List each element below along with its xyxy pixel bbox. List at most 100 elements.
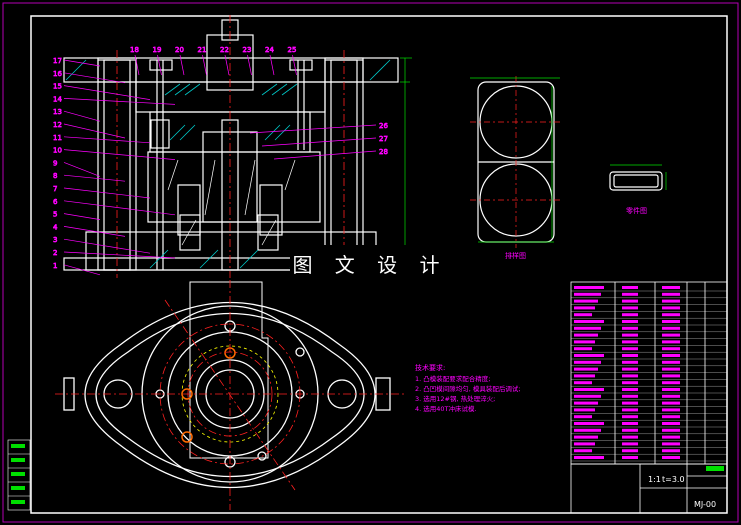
- bom-row-text: [662, 374, 680, 378]
- bom-row-text: [574, 347, 592, 351]
- plan-centerlines: [55, 280, 405, 510]
- bom-row-text: [662, 286, 680, 289]
- revision-block: [7, 439, 31, 511]
- bom-row-text: [622, 422, 638, 425]
- bom-row-text: [574, 313, 592, 317]
- balloon-5: 5: [53, 211, 57, 219]
- leader-line: [261, 137, 377, 147]
- bom-row-text: [574, 340, 595, 344]
- bom-row-text: [662, 299, 680, 303]
- bom-row-text: [622, 360, 638, 364]
- bom-row-text: [662, 360, 680, 364]
- leader-line: [63, 72, 126, 84]
- leader-line: [63, 110, 101, 122]
- bom-row-text: [662, 381, 680, 385]
- bom-row-text: [574, 306, 595, 310]
- section-hatching: [65, 59, 391, 269]
- balloon-13: 13: [53, 108, 62, 116]
- bom-row-text: [662, 354, 680, 357]
- bom-row-text: [574, 422, 604, 425]
- bom-row-text: [662, 456, 680, 459]
- bom-row-text: [622, 320, 638, 323]
- balloon-28: 28: [379, 148, 388, 156]
- balloon-15: 15: [53, 83, 62, 91]
- bom-row-text: [622, 333, 638, 337]
- bom-row-text: [662, 320, 680, 323]
- watermark: 图 文 设 计: [290, 245, 450, 281]
- bom-row-text: [574, 381, 592, 385]
- tech-req-item: 2. 凸凹模间隙均匀, 模具装配后调试;: [415, 384, 521, 393]
- bom-row-text: [574, 292, 601, 296]
- bom-row-text: [574, 299, 598, 303]
- tech-req-item: 4. 选用40T冲床试模.: [415, 404, 477, 413]
- leader-line: [247, 54, 252, 76]
- tech-req-item: 1. 凸模装配要求配合精度;: [415, 374, 490, 383]
- bom-row-text: [622, 401, 638, 405]
- bom-row-text: [662, 394, 680, 398]
- leader-line: [63, 162, 101, 177]
- bom-row-text: [574, 286, 604, 289]
- scale-value: 1:1: [648, 475, 661, 484]
- bom-row-text: [574, 449, 592, 453]
- drawing-number: MJ-00: [694, 500, 716, 509]
- bom-row-text: [662, 428, 680, 432]
- leader-line: [63, 251, 176, 259]
- balloon-18: 18: [130, 46, 139, 54]
- bom-row-text: [622, 367, 638, 371]
- balloon-12: 12: [53, 121, 62, 129]
- balloon-23: 23: [243, 46, 252, 54]
- leader-line: [63, 213, 101, 220]
- balloon-9: 9: [53, 159, 57, 167]
- bom-rows: [11, 286, 727, 504]
- bom-row-text: [662, 313, 680, 317]
- bom-row-text: [622, 449, 638, 453]
- balloon-7: 7: [53, 185, 57, 193]
- balloon-14: 14: [53, 95, 62, 103]
- revision-mark: [11, 500, 25, 504]
- tech-req-items: 1. 凸模装配要求配合精度;2. 凸凹模间隙均匀, 模具装配后调试;3. 选用1…: [415, 374, 521, 413]
- bom-row-text: [574, 456, 604, 459]
- leader-line: [134, 54, 140, 76]
- balloon-20: 20: [175, 46, 184, 54]
- balloon-6: 6: [53, 198, 58, 206]
- bom-row-text: [622, 313, 638, 317]
- leader-line: [269, 54, 275, 76]
- bom-row-text: [622, 435, 638, 439]
- bom-row-text: [662, 367, 680, 371]
- tech-req-item: 3. 选用12#钢, 热处理淬火;: [415, 394, 495, 403]
- revision-mark: [11, 486, 25, 490]
- leader-line: [63, 149, 176, 160]
- balloon-10: 10: [53, 147, 62, 155]
- leader-line: [63, 174, 126, 182]
- leader-line: [63, 123, 126, 139]
- section-dimensions: [400, 57, 412, 271]
- bom-row-text: [622, 456, 638, 459]
- tech-req-title: 技术要求:: [415, 363, 445, 372]
- balloon-24: 24: [265, 46, 274, 54]
- leader-line: [63, 238, 151, 254]
- workpiece-label: 零件图: [626, 206, 647, 215]
- balloon-22: 22: [220, 46, 229, 54]
- bom-row-text: [574, 320, 604, 323]
- bom-row-text: [622, 326, 638, 330]
- bom-row-text: [574, 333, 598, 337]
- bom-row-text: [574, 374, 595, 378]
- bom-row-text: [662, 422, 680, 425]
- inner-border: [30, 15, 728, 514]
- leader-line: [157, 54, 162, 76]
- bom-row-text: [574, 428, 601, 432]
- leader-line: [249, 124, 377, 134]
- thickness-value: t=3.0: [662, 475, 685, 484]
- balloon-3: 3: [53, 236, 57, 244]
- bom-row-text: [574, 408, 595, 412]
- leader-line: [63, 226, 126, 237]
- leader-line: [179, 54, 185, 76]
- bom-row-text: [622, 347, 638, 351]
- bom-row-text: [622, 286, 638, 289]
- plan-view-cutouts: [189, 281, 269, 459]
- bom-row-text: [622, 394, 638, 398]
- balloon-11: 11: [53, 134, 62, 142]
- bom-row-text: [574, 442, 595, 446]
